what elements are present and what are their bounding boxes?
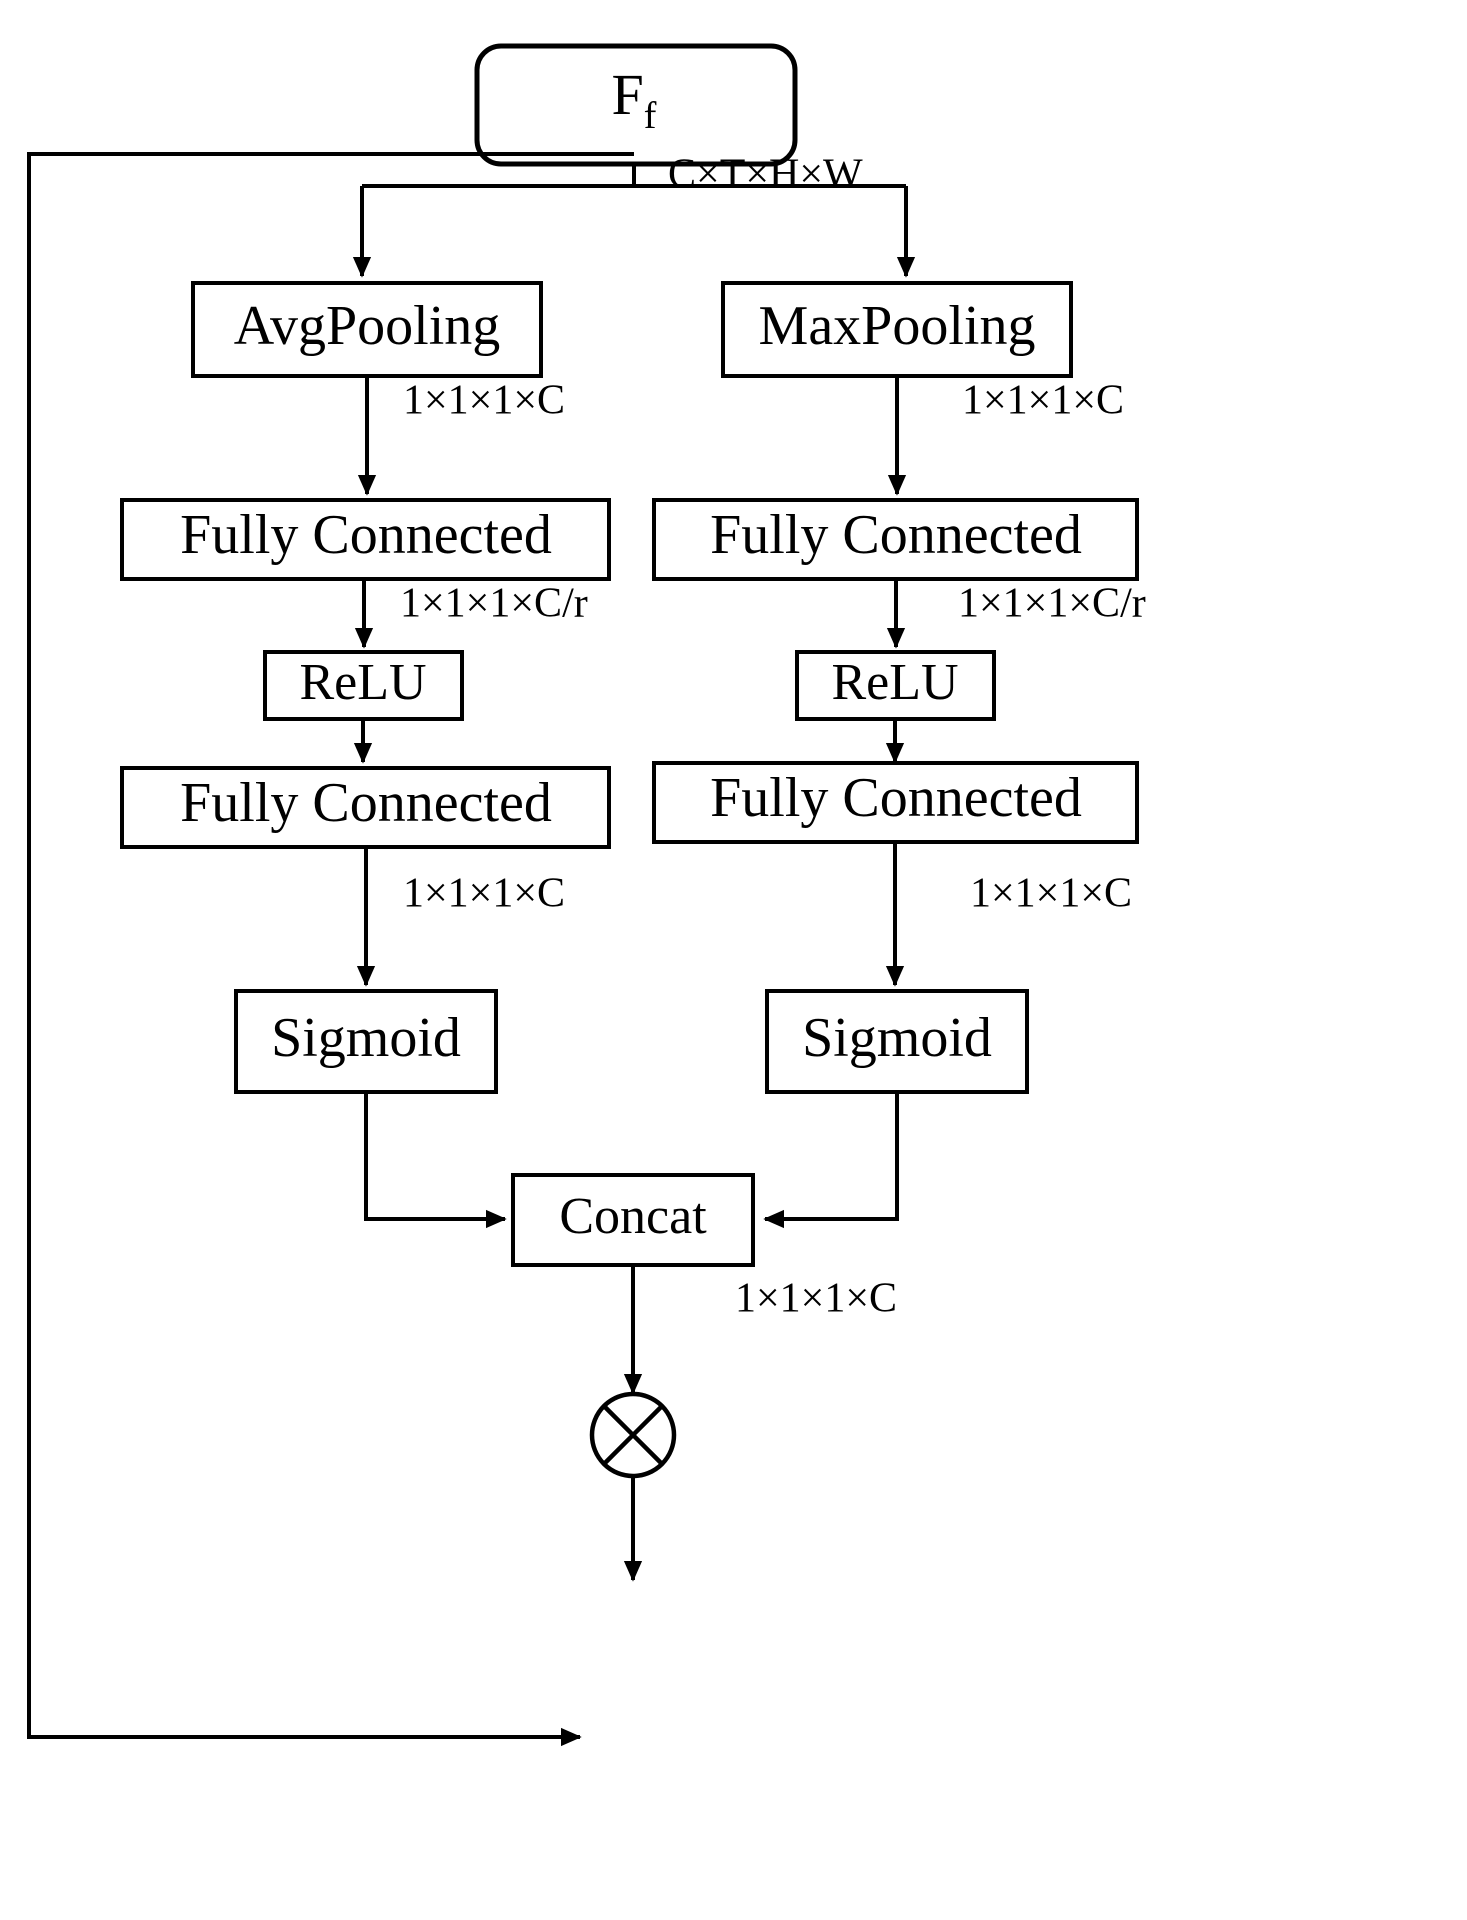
concat-output-dim-label: 1×1×1×C: [735, 1276, 897, 1322]
avgpooling-box[interactable]: [191, 281, 543, 378]
left-fc2-box[interactable]: [120, 766, 611, 849]
left-fc1-label: Fully Connected: [180, 504, 552, 566]
right-fc2-output-dim-label: 1×1×1×C: [970, 871, 1132, 917]
right-relu-box[interactable]: [795, 650, 996, 721]
multiply-x-icon: [602, 1404, 664, 1466]
input-feature-symbol: F: [612, 62, 644, 127]
right-fc1-box[interactable]: [652, 498, 1139, 581]
input-feature-subscript: f: [644, 95, 657, 137]
maxpooling-box[interactable]: [721, 281, 1073, 378]
wire-right-sigmoid-to-concat: [763, 1092, 899, 1229]
right-fc1-label: Fully Connected: [710, 504, 1082, 566]
right-fc2-label: Fully Connected: [710, 767, 1082, 829]
left-fc1-output-dim-label: 1×1×1×C/r: [400, 581, 588, 627]
right-fc1-output-dim-label: 1×1×1×C/r: [958, 581, 1146, 627]
concat-label: Concat: [559, 1188, 707, 1245]
right-relu-label: ReLU: [831, 654, 958, 711]
maxpooling-label: MaxPooling: [759, 295, 1036, 357]
left-relu-box[interactable]: [263, 650, 464, 721]
left-sigmoid-box[interactable]: [234, 989, 498, 1094]
input-shape-label: C×T×H×W: [668, 152, 863, 198]
left-sigmoid-label: Sigmoid: [271, 1007, 461, 1069]
skip-connection-path: [27, 152, 634, 1747]
left-fc2-output-dim-label: 1×1×1×C: [403, 871, 565, 917]
maxpool-output-dim-label: 1×1×1×C: [962, 378, 1124, 424]
avgpooling-label: AvgPooling: [234, 295, 501, 357]
wire-left-sigmoid-to-concat: [364, 1092, 507, 1229]
input-split-bus: [362, 164, 906, 188]
avgpool-output-dim-label: 1×1×1×C: [403, 378, 565, 424]
right-sigmoid-label: Sigmoid: [802, 1007, 992, 1069]
left-relu-label: ReLU: [299, 654, 426, 711]
left-fc2-label: Fully Connected: [180, 772, 552, 834]
concat-box[interactable]: [511, 1173, 755, 1267]
input-feature-label: Ff: [612, 62, 657, 136]
